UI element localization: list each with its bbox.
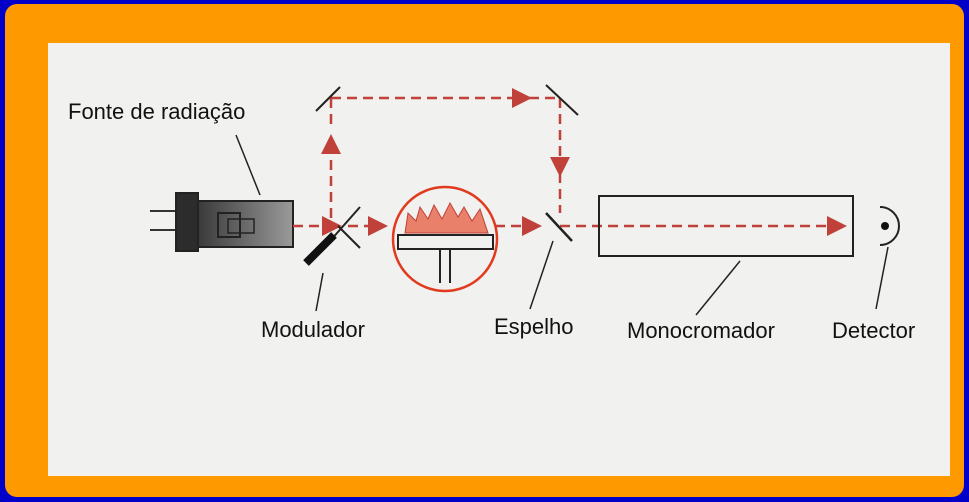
- label-monochromator: Monocromador: [627, 318, 775, 343]
- label-modulator: Modulador: [261, 317, 365, 342]
- highlight-circle: [391, 185, 499, 293]
- label-mirror: Espelho: [494, 314, 574, 339]
- top-right-mirror: [545, 84, 579, 116]
- flame-atomizer: [397, 201, 494, 283]
- modulator: [303, 206, 361, 266]
- orange-frame: Fonte de radiação Modulador Espelho Mono…: [5, 4, 964, 497]
- beam-splitter-mirror: [545, 212, 573, 242]
- diagram-panel: Fonte de radiação Modulador Espelho Mono…: [48, 43, 950, 476]
- detector: [879, 206, 900, 246]
- top-left-mirror: [315, 86, 341, 112]
- light-beam-path: [293, 88, 847, 236]
- monochromator-box: [598, 195, 854, 257]
- spectrometer-diagram: [150, 84, 900, 316]
- label-detector: Detector: [832, 318, 916, 343]
- leader-lines: [235, 134, 889, 316]
- radiation-source: [150, 192, 294, 252]
- label-source: Fonte de radiação: [68, 99, 246, 124]
